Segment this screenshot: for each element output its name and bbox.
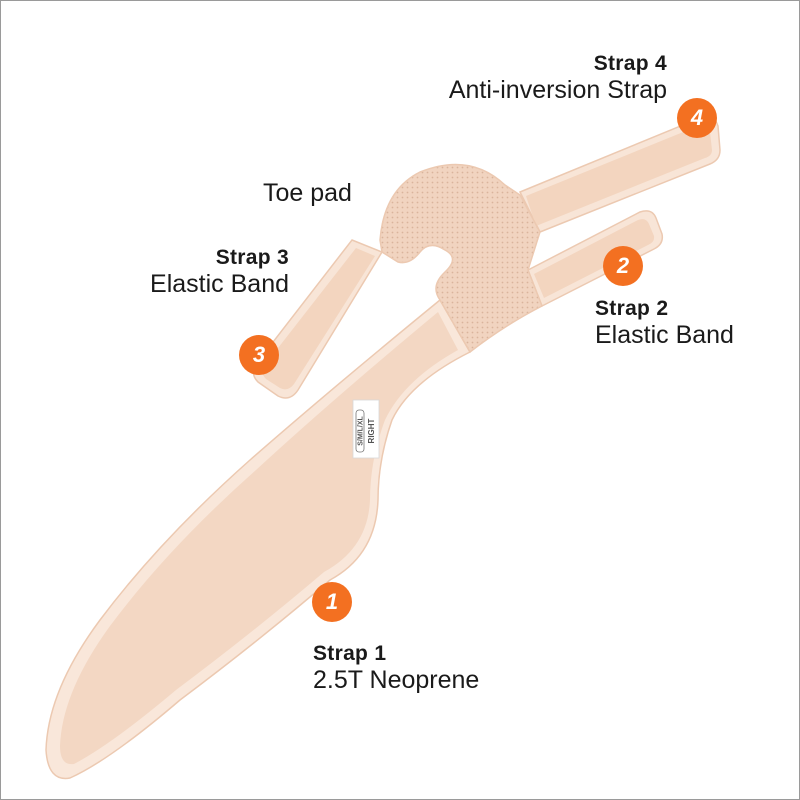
strap-2-band [527, 210, 664, 308]
strap-4-label: Strap 4 Anti-inversion Strap [449, 52, 667, 105]
side-tag-text: RIGHT [367, 418, 376, 443]
toe-pad-label: Toe pad [263, 179, 352, 207]
strap-2-material: Elastic Band [595, 321, 734, 350]
strap-1-title: Strap 1 [313, 642, 387, 665]
toe-pad-mesh [379, 163, 543, 354]
strap-1-label: Strap 1 2.5T Neoprene [313, 642, 479, 695]
strap-2-title: Strap 2 [595, 297, 669, 320]
strap-3-material: Elastic Band [150, 270, 289, 299]
strap-1-badge: 1 [312, 582, 352, 622]
strap-3-badge: 3 [239, 335, 279, 375]
strap-3-label: Strap 3 Elastic Band [150, 246, 289, 299]
strap-4-title: Strap 4 [593, 52, 667, 75]
side-tag: S/M/L/XL RIGHT [352, 399, 380, 459]
strap-4-material: Anti-inversion Strap [448, 76, 667, 105]
strap-2-badge: 2 [603, 246, 643, 286]
strap-3-title: Strap 3 [215, 246, 289, 269]
strap-2-label: Strap 2 Elastic Band [595, 297, 734, 350]
side-tag-small-text: S/M/L/XL [358, 416, 365, 446]
strap-4-badge: 4 [677, 98, 717, 138]
strap-1-material: 2.5T Neoprene [313, 666, 480, 695]
